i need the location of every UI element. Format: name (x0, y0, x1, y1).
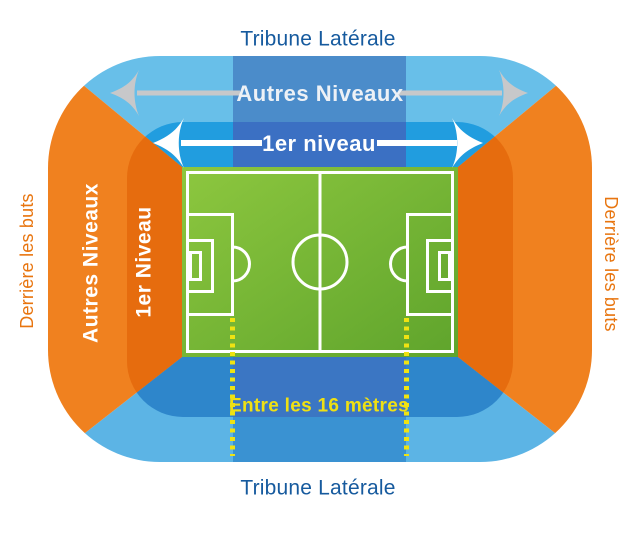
football-pitch (182, 167, 458, 357)
zone-right-inner (458, 122, 513, 417)
label-tribune-laterale-bottom: Tribune Latérale (240, 476, 396, 500)
center-circle (291, 233, 349, 291)
label-derriere-les-buts-left: Derrière les buts (17, 193, 37, 329)
arrow-left-icon (153, 118, 184, 168)
sixteen-meter-guides (230, 318, 409, 456)
left-goal-area (186, 239, 214, 293)
label-1er-niveau-top: 1er niveau (262, 131, 376, 156)
left-goal (189, 251, 202, 281)
pitch-lines (186, 171, 454, 353)
left-penalty-arc (232, 245, 251, 283)
right-goal-area (426, 239, 454, 293)
label-autres-niveaux-left: Autres Niveaux (79, 183, 103, 343)
stadium-bowl (48, 56, 592, 462)
arrow-right-icon (452, 118, 483, 168)
premier-niveau-arrow (153, 118, 483, 168)
label-autres-niveaux-top: Autres Niveaux (236, 81, 404, 106)
arrow-right-icon (499, 70, 528, 116)
label-tribune-laterale-top: Tribune Latérale (240, 27, 396, 51)
arrow-left-icon (110, 70, 139, 116)
zone-bottom-center-column-inner (233, 357, 406, 417)
inner-ring (127, 122, 513, 417)
right-penalty-arc (389, 245, 408, 283)
zone-left-inner (127, 122, 182, 417)
right-goal (438, 251, 451, 281)
zone-top-inner (127, 122, 513, 167)
label-derriere-les-buts-right: Derrière les buts (601, 196, 621, 332)
label-entre-les-16-metres: Entre les 16 mètres (229, 395, 409, 417)
autres-niveaux-arrow (110, 70, 528, 116)
label-1er-niveau-left: 1er Niveau (132, 206, 156, 318)
